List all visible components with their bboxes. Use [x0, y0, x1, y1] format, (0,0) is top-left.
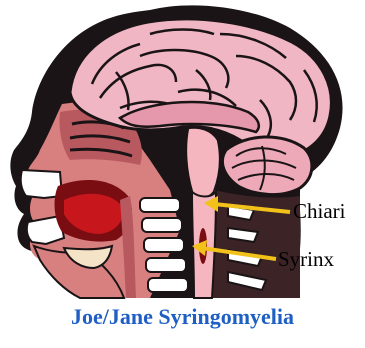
chiari-label: Chiari — [293, 201, 346, 222]
syrinx-label: Syrinx — [278, 249, 334, 270]
caption-title: Joe/Jane Syringomyelia — [0, 306, 365, 328]
brainstem — [186, 128, 220, 199]
